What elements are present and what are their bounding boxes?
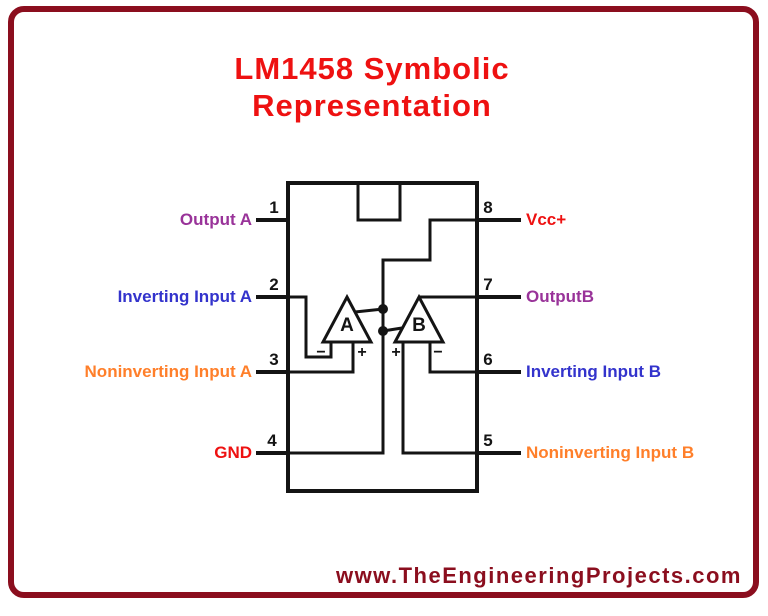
opamp-a-plus-sign: +	[357, 344, 366, 361]
vcc-gnd-rail-wire	[288, 218, 477, 455]
pin5-noninverting-b-wire	[401, 342, 477, 455]
pin1-number: 1	[269, 198, 278, 217]
pin5-label-noninverting-input-b: Noninverting Input B	[526, 443, 695, 462]
page-title: LM1458 Symbolic Representation	[0, 50, 744, 124]
opamp-a-minus-sign: −	[316, 344, 325, 361]
pin6-label-inverting-input-b: Inverting Input B	[526, 362, 662, 381]
pin3-noninverting-a-wire	[288, 342, 355, 374]
opamp-b-letter: B	[412, 315, 426, 336]
pin3-label-noninverting-input-a: Noninverting Input A	[84, 362, 252, 381]
pin7-label-output-b: OutputB	[526, 287, 594, 306]
pin2-label-inverting-input-a: Inverting Input A	[117, 287, 252, 306]
pin4-label-gnd: GND	[214, 443, 252, 462]
junction-dot-upper	[378, 304, 388, 314]
opamp-b-minus-sign: −	[433, 344, 442, 361]
opamp-b-triangle	[392, 293, 446, 344]
page-title-line2: Representation	[252, 88, 492, 123]
pin8-label-vcc: Vcc+	[526, 210, 567, 229]
pin2-inverting-a-wire	[288, 295, 333, 359]
pin8-number: 8	[483, 198, 492, 217]
pin7-number: 7	[483, 275, 492, 294]
page-title-line1: LM1458 Symbolic	[234, 51, 510, 86]
pin5-number: 5	[483, 431, 492, 450]
ic-notch	[356, 185, 402, 222]
pin2-number: 2	[269, 275, 278, 294]
website-url: www.TheEngineeringProjects.com	[335, 563, 742, 588]
pin4-number: 4	[267, 431, 277, 450]
pin6-inverting-b-wire	[428, 342, 477, 374]
pin6-number: 6	[483, 350, 492, 369]
junction-dot-lower	[378, 326, 388, 336]
pin3-number: 3	[269, 350, 278, 369]
pin1-label-output-a: Output A	[179, 210, 252, 229]
opamp-a-triangle	[320, 293, 374, 344]
opamp-a-letter: A	[340, 315, 354, 336]
opamp-b-plus-sign: +	[391, 344, 400, 361]
